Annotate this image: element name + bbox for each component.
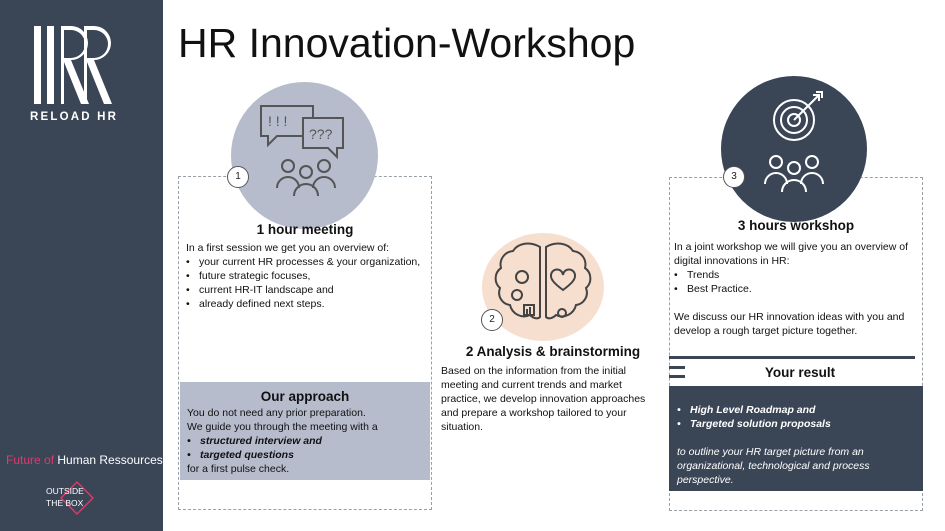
- tagline-accent: Future of: [6, 453, 55, 467]
- brain-icon: [494, 242, 592, 320]
- step1-body: In a first session we get you an overvie…: [186, 241, 426, 311]
- tagline: Future of Human Ressources: [6, 453, 163, 467]
- sidebar: RELOAD HR Future of Human Ressources OUT…: [0, 0, 163, 531]
- step1-circle: ! ! ! ???: [231, 82, 378, 229]
- result-divider: [669, 356, 915, 359]
- list-item: already defined next steps.: [186, 297, 426, 311]
- step1-heading: 1 hour meeting: [256, 222, 354, 237]
- result-heading: Your result: [764, 365, 836, 380]
- approach-heading: Our approach: [260, 389, 350, 404]
- tagline-rest: Human Ressources: [54, 453, 163, 467]
- step3-heading: 3 hours workshop: [737, 218, 855, 233]
- list-item: High Level Roadmap and: [677, 403, 917, 417]
- exclamation-bubble-text: ! ! !: [268, 113, 287, 129]
- page-title: HR Innovation-Workshop: [178, 20, 636, 66]
- diamond-icon: [60, 481, 94, 515]
- reload-hr-logo: [34, 26, 112, 104]
- step3-body: In a joint workshop we will give you an …: [674, 240, 920, 338]
- step2-badge: 2: [481, 309, 503, 331]
- approach-panel: [180, 382, 430, 480]
- step2-heading: 2 Analysis & brainstorming: [465, 344, 641, 359]
- result-marker-line: [669, 375, 685, 378]
- outside-the-box-label: OUTSIDE THE BOX: [46, 486, 84, 508]
- step2-body: Based on the information from the initia…: [441, 365, 646, 433]
- list-item: future strategic focuses,: [186, 269, 426, 283]
- list-item: targeted questions: [187, 448, 427, 462]
- list-item: Trends: [674, 268, 920, 282]
- result-body: High Level Roadmap and Targeted solution…: [677, 403, 917, 487]
- approach-body: You do not need any prior preparation. W…: [187, 406, 427, 476]
- list-item: Best Practice.: [674, 282, 920, 296]
- list-item: your current HR processes & your organiz…: [186, 255, 426, 269]
- step3-circle: [721, 76, 867, 222]
- list-item: current HR-IT landscape and: [186, 283, 426, 297]
- discussion-icon: ! ! ! ???: [260, 105, 344, 197]
- target-team-icon: [764, 91, 824, 193]
- step1-badge: 1: [227, 166, 249, 188]
- result-marker-line: [669, 366, 685, 369]
- list-item: Targeted solution proposals: [677, 417, 917, 431]
- step3-badge: 3: [723, 166, 745, 188]
- question-bubble-text: ???: [309, 126, 333, 142]
- brand-name: RELOAD HR: [30, 111, 119, 123]
- list-item: structured interview and: [187, 434, 427, 448]
